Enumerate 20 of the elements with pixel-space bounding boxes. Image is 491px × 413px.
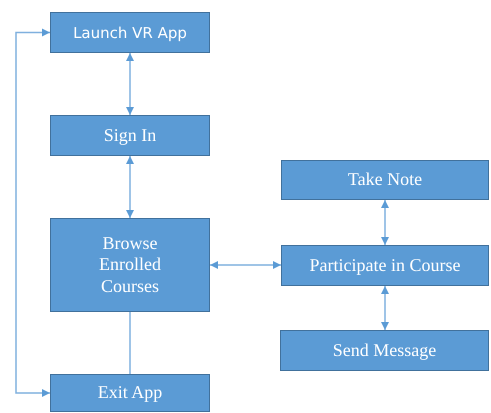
process-box: [280, 330, 489, 371]
connector-arrow: [126, 156, 134, 218]
connector-arrow: [210, 261, 281, 269]
box-label: Take Note: [346, 169, 424, 191]
process-box: [50, 218, 210, 312]
connector-arrow: [381, 200, 389, 245]
box-label: Exit App: [96, 382, 164, 404]
process-box: [50, 374, 210, 412]
box-label: Send Message: [332, 340, 438, 362]
connector-arrow: [126, 53, 134, 115]
box-label: Sign In: [102, 124, 158, 146]
box-label: Participate in Course: [308, 254, 462, 276]
connector-arrow: [15, 28, 50, 397]
process-box: [281, 160, 489, 200]
box-label: Browse Enrolled Courses: [98, 232, 162, 298]
connector-arrow: [381, 286, 389, 330]
process-box: [50, 115, 210, 156]
box-label: Launch VR App: [72, 24, 188, 42]
process-box: [281, 245, 489, 286]
process-box: [50, 12, 210, 53]
